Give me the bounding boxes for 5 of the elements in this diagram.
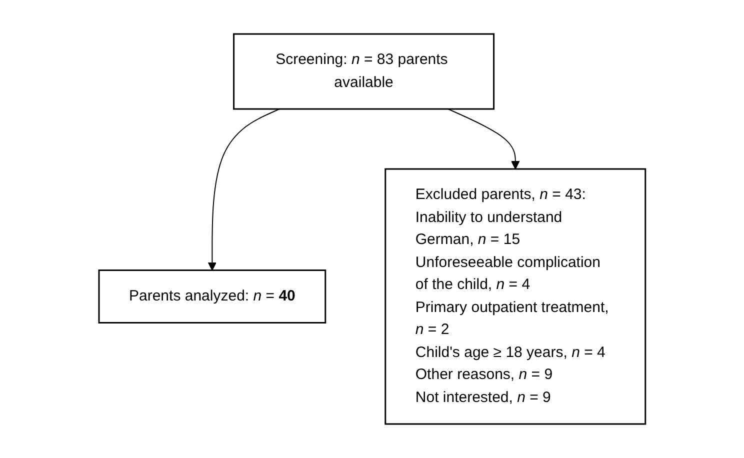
arrow: [208, 108, 280, 271]
node-box: Parents analyzed: n = 40: [98, 270, 326, 324]
node-box: Screening: n = 83 parents available: [232, 33, 494, 110]
node-box: Excluded parents, n = 43: Inability to understand German, n = 15 Unforeseeable complication of the child, n = 4 Primary outpatient treatment, n = 2 Child's age ≥ 18 years, n = 4 Other reasons, n = 9 Not interested, n = 9: [384, 168, 646, 425]
arrow: [447, 108, 520, 170]
